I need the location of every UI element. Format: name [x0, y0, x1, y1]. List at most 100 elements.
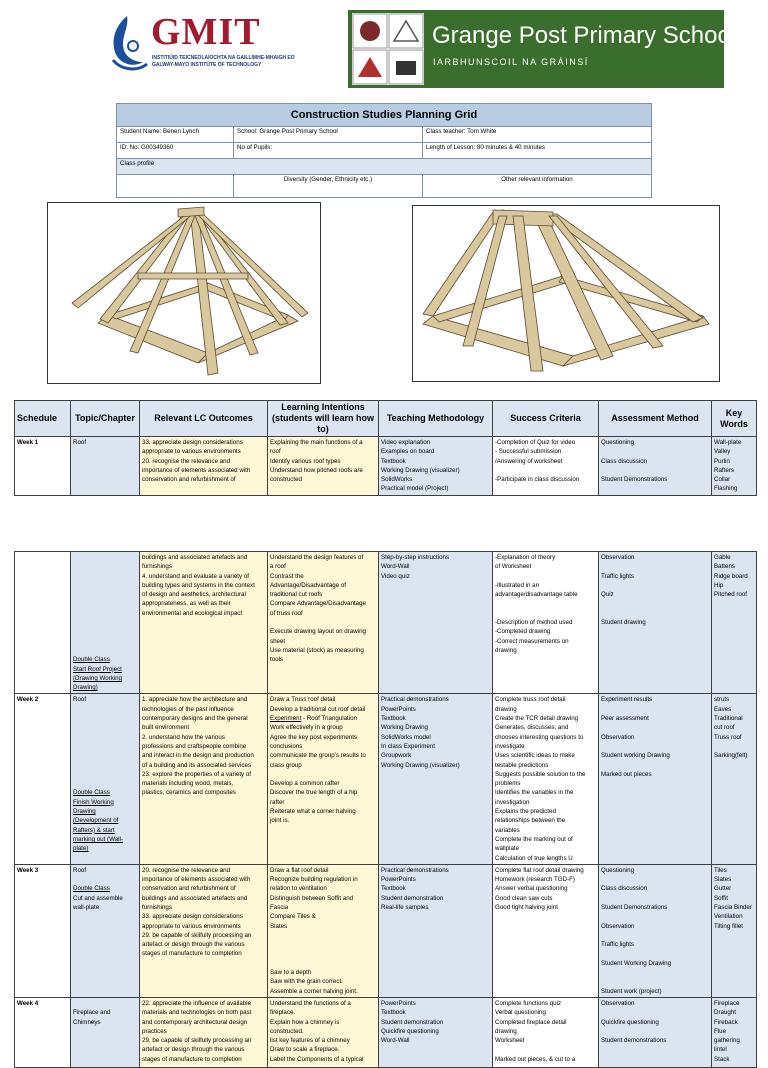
cell-line: Flue — [714, 1027, 727, 1035]
cell-line: investigation — [495, 798, 530, 806]
cell-line: -Description of method used — [495, 619, 573, 627]
cell-line: Textbook — [381, 885, 406, 893]
cell-line: Textbook — [381, 457, 406, 465]
cell-line: drawing — [495, 1027, 517, 1035]
cell-line: Explain how a chimney is — [270, 1018, 340, 1026]
week4-outcomes: 22. appreciate the influence of availabl… — [139, 996, 268, 1068]
cell-line: buildings and associated artefacts and — [142, 894, 248, 902]
cell-line: 4. understand and evaluate a variety of — [142, 572, 249, 580]
cell-line: Draw a Truss roof detail — [270, 696, 336, 704]
week4-schedule: Week 4 — [14, 996, 71, 1068]
school-crest-icon — [352, 13, 424, 85]
cell-line: testable predictions — [495, 761, 549, 769]
grid-title: Construction Studies Planning Grid — [116, 103, 652, 127]
cell-line: Video explanation — [381, 439, 431, 446]
cell-line: Stack — [714, 1055, 730, 1063]
cell-line: Practical demonstrations — [381, 696, 449, 704]
cell-line — [601, 1027, 709, 1036]
cell-line: Discover the true length of a hip — [270, 789, 358, 797]
cell-line: Eaves — [714, 705, 732, 713]
cell-line: fireplace. — [270, 1009, 296, 1017]
cell-line — [495, 599, 596, 608]
cell-line: PowerPoints — [381, 999, 416, 1007]
cell-line: Contrast the — [270, 572, 304, 580]
cell-line: joint is. — [270, 817, 290, 825]
school-title: Grange Post Primary School — [432, 22, 737, 49]
cell-line: 20. recognise the relevance and — [142, 457, 231, 465]
cell-line — [601, 977, 709, 986]
gmit-logo: GMIT INSTITIÚID TEICNEOLAÍOCHTA NA GAILL… — [105, 11, 305, 74]
cell-line: environmental and ecological impact — [142, 609, 243, 617]
cell-line: wall-plate — [73, 903, 100, 911]
diversity-label: Diversity (Gender, Ethnicity etc.) — [233, 174, 423, 198]
cell-line: Student working Drawing — [601, 752, 670, 760]
cell-line: Working Drawing (visualizer) — [381, 761, 460, 769]
cell-line: Word-Wall — [381, 563, 410, 571]
cell-line — [73, 646, 137, 655]
cell-line — [601, 931, 709, 940]
cell-line: Use material (stock) as measuring — [270, 646, 364, 654]
cell-line: Step-by-step instructions — [381, 554, 450, 561]
cell-line: traditional cut roofs — [270, 591, 323, 599]
cell-line: Calculation of true lengths U — [495, 854, 573, 862]
cell-line — [73, 705, 137, 714]
cell-line — [73, 609, 137, 618]
cell-line: Gutter — [714, 885, 732, 893]
cell-line: furnishings — [142, 903, 172, 911]
cell-line: Complete the marking out of — [495, 835, 573, 843]
cell-line — [601, 761, 709, 770]
cell-line: Fascia — [270, 903, 289, 911]
cell-line: Quickfire questioning — [601, 1018, 659, 1026]
cell-line: Chimneys — [73, 1018, 101, 1026]
cell-line: Flashing — [714, 485, 738, 493]
cell-line: Tiles — [714, 866, 727, 874]
cell-line: cut roof — [714, 724, 735, 732]
hip-roof-frame-drawing-2 — [422, 209, 710, 372]
cell-line: Compare Advantage/Disadvantage — [270, 600, 366, 608]
week1-assessment: Questioning Class discussion Student Dem… — [598, 436, 712, 496]
cell-line: rafter — [270, 798, 285, 806]
cell-line: Drawing) — [73, 684, 98, 692]
cell-line: Good tight halving joint — [495, 903, 558, 911]
week2-schedule: Week 2 — [14, 693, 71, 865]
cell-line: Peer assessment — [601, 715, 649, 723]
cell-line: stages of manufacture to completion — [142, 1055, 242, 1063]
cell-line: appropriate to various environments — [142, 922, 241, 930]
cell-line: Saw with the grain correct. — [270, 978, 343, 986]
cell-line: Roof — [73, 696, 87, 704]
cell-line: Identify various roof types — [270, 457, 341, 465]
cell-line: sheet — [270, 637, 286, 645]
cell-line: Advantage/Disadvantage of — [270, 581, 347, 589]
cell-line: Working Drawing — [381, 724, 428, 732]
cell-line: Cut and assemble — [73, 894, 123, 902]
week3-schedule: Week 3 — [14, 863, 71, 998]
cell-line: PowerPoints — [381, 876, 416, 884]
cell-line: communicate the group's results to — [270, 752, 366, 760]
cell-line: Word-Wall — [381, 1037, 410, 1045]
cell-line — [73, 572, 137, 581]
cell-line: conservation and refurbishment of — [142, 476, 236, 484]
cell-line: Identifies the variables in the — [495, 789, 574, 797]
cell-line: -Completed drawing — [495, 628, 551, 636]
cell-line — [714, 742, 754, 751]
cell-line: Understand how pitched roofs are — [270, 466, 363, 474]
cell-line: struts — [714, 696, 730, 704]
cell-line: materials and technologies on both past — [142, 1009, 252, 1017]
cell-line: Label the Components of a typical — [270, 1055, 364, 1063]
other-info-label: Other relevant information — [422, 174, 652, 198]
cell-line: Observation — [601, 733, 635, 741]
cell-line: (Development of — [73, 817, 119, 825]
cell-line: Purlin — [714, 457, 730, 465]
cell-line: Slates — [714, 876, 732, 884]
cell-line: Assemble a corner halving joint. — [270, 987, 358, 995]
cell-line: Slates — [270, 922, 288, 930]
cell-line: list key features of a chimney — [270, 1037, 350, 1045]
cell-line: Questioning — [601, 439, 635, 446]
cell-line: constructed — [270, 476, 302, 484]
